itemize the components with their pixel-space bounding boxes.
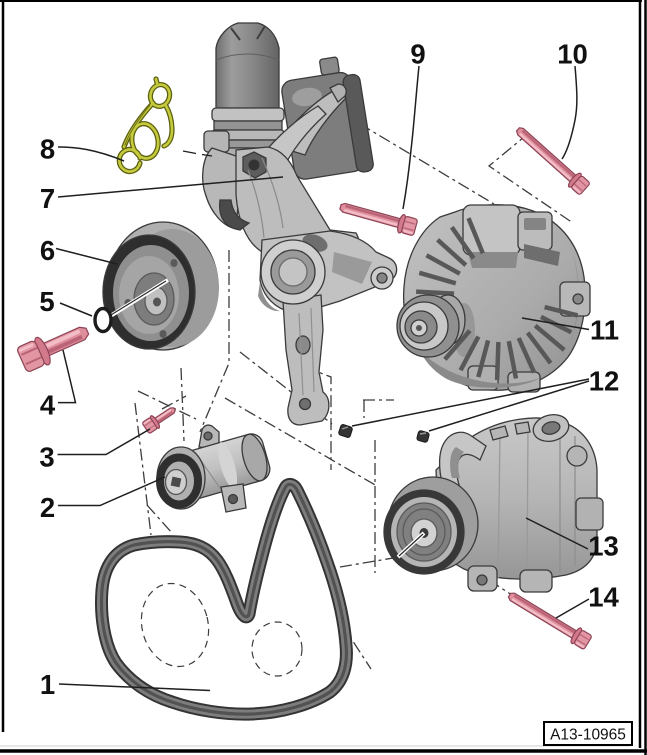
- svg-text:A13-10965: A13-10965: [550, 727, 626, 744]
- svg-text:11: 11: [590, 315, 619, 346]
- svg-text:7: 7: [40, 183, 55, 214]
- svg-text:9: 9: [410, 39, 425, 70]
- svg-text:14: 14: [588, 582, 619, 613]
- svg-text:13: 13: [588, 531, 619, 562]
- svg-text:12: 12: [589, 366, 620, 397]
- svg-text:1: 1: [40, 669, 55, 700]
- svg-text:6: 6: [40, 235, 55, 266]
- svg-text:5: 5: [39, 286, 54, 317]
- svg-text:4: 4: [40, 390, 56, 421]
- svg-text:8: 8: [40, 134, 55, 165]
- svg-text:10: 10: [557, 39, 588, 70]
- svg-text:2: 2: [40, 492, 55, 523]
- svg-text:3: 3: [39, 442, 54, 473]
